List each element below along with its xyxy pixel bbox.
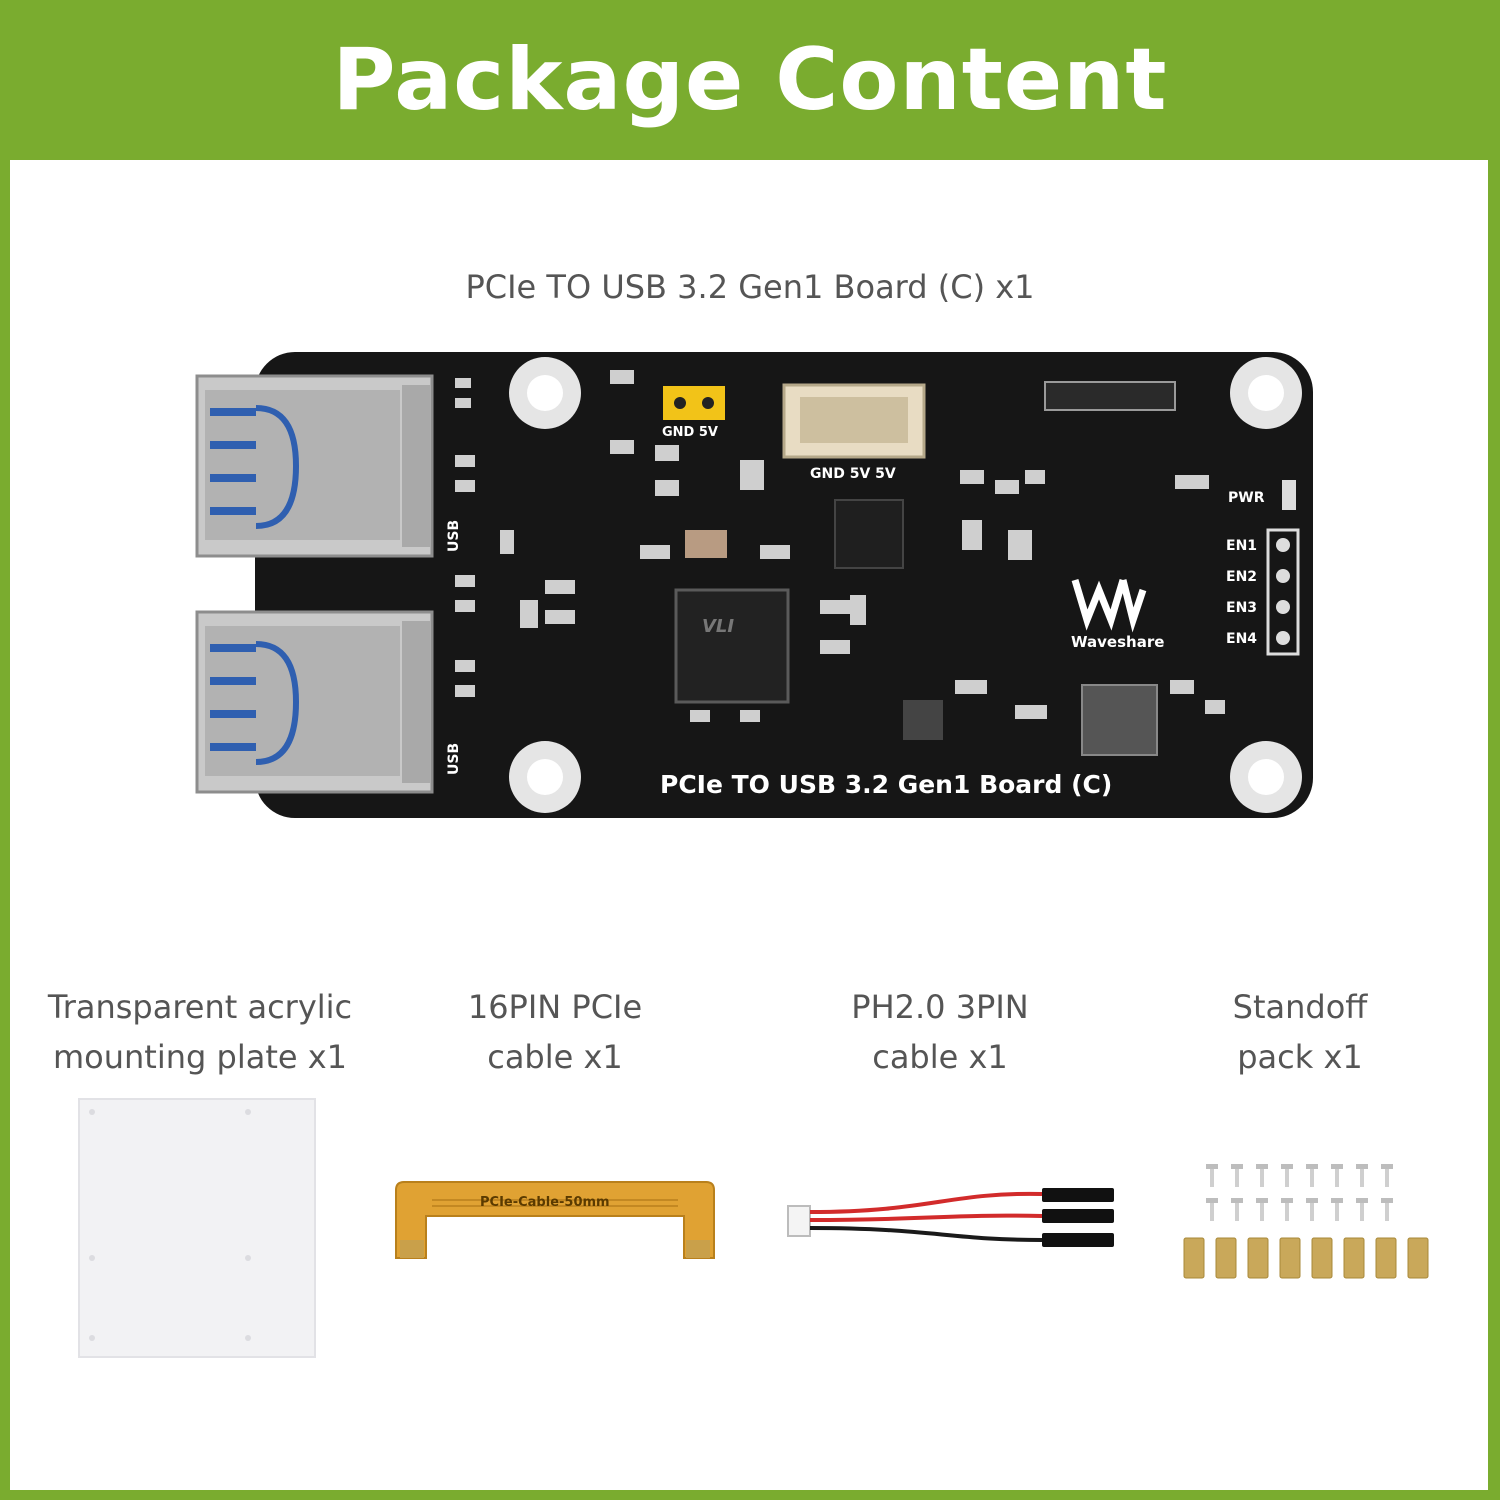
screw-icon bbox=[1360, 1203, 1364, 1221]
ic-icon bbox=[834, 499, 904, 569]
screw-icon bbox=[1256, 1164, 1268, 1169]
item-caption-line: mounting plate x1 bbox=[52, 1038, 348, 1076]
screw-icon bbox=[1306, 1164, 1318, 1169]
item-caption-acrylic: Transparent acrylic mounting plate x1 bbox=[20, 982, 380, 1082]
item-caption-line: PH2.0 3PIN bbox=[851, 988, 1029, 1026]
screw-icon bbox=[1235, 1203, 1239, 1221]
fpc-cable-print: PCIe-Cable-50mm bbox=[480, 1195, 610, 1210]
fpc-cable-image: PCIe-Cable-50mm bbox=[395, 1181, 715, 1259]
screw-icon bbox=[1335, 1169, 1339, 1187]
screw-icon bbox=[1335, 1203, 1339, 1221]
item-caption-line: 16PIN PCIe bbox=[467, 988, 643, 1026]
inductor-icon bbox=[1081, 684, 1158, 756]
screw-icon bbox=[1385, 1203, 1389, 1221]
screw-icon bbox=[1306, 1198, 1318, 1203]
screw-icon bbox=[1356, 1198, 1368, 1203]
jumper-header-icon bbox=[663, 386, 725, 420]
connector-label: GND 5V 5V bbox=[810, 466, 896, 482]
screw-icon bbox=[1285, 1169, 1289, 1187]
item-caption-line: pack x1 bbox=[1237, 1038, 1363, 1076]
board-silk-title: PCIe TO USB 3.2 Gen1 Board (C) bbox=[660, 770, 1112, 799]
item-caption-ph-cable: PH2.0 3PIN cable x1 bbox=[780, 982, 1100, 1082]
item-caption-line: Transparent acrylic bbox=[47, 988, 353, 1026]
brass-standoff-icon bbox=[1215, 1237, 1237, 1279]
item-caption-standoff: Standoff pack x1 bbox=[1150, 982, 1450, 1082]
mounting-hole-icon bbox=[509, 357, 1302, 813]
screw-icon bbox=[1231, 1198, 1243, 1203]
screw-icon bbox=[1310, 1203, 1314, 1221]
usb-port-top-icon bbox=[195, 374, 434, 558]
brass-standoff-icon bbox=[1407, 1237, 1429, 1279]
en3-label: EN3 bbox=[1226, 600, 1257, 616]
usb-port-bottom-icon bbox=[195, 610, 434, 794]
screw-icon bbox=[1256, 1198, 1268, 1203]
screw-icon bbox=[1385, 1169, 1389, 1187]
crystal-icon bbox=[685, 530, 727, 558]
screw-icon bbox=[1206, 1198, 1218, 1203]
en-header-icon bbox=[1266, 528, 1300, 656]
ph-cable-image bbox=[787, 1188, 1114, 1247]
item-caption-pcie-cable: 16PIN PCIe cable x1 bbox=[400, 982, 710, 1082]
chip-label: VLI bbox=[702, 616, 734, 637]
brass-standoff-icon bbox=[1183, 1237, 1205, 1279]
pcb-body bbox=[255, 352, 1313, 818]
acrylic-plate-image bbox=[78, 1098, 316, 1358]
screw-icon bbox=[1331, 1164, 1343, 1169]
screw-icon bbox=[1206, 1164, 1218, 1169]
usb-label-bottom: USB bbox=[446, 743, 462, 775]
screw-icon bbox=[1260, 1169, 1264, 1187]
smd-component-icon bbox=[455, 370, 1225, 722]
screw-icon bbox=[1381, 1198, 1393, 1203]
usb-label-top: USB bbox=[446, 520, 462, 552]
fpc-connector-icon bbox=[1044, 381, 1176, 411]
usb-controller-chip-icon bbox=[674, 588, 790, 704]
en4-label: EN4 bbox=[1226, 631, 1257, 647]
screw-icon bbox=[1231, 1164, 1243, 1169]
screw-icon bbox=[1281, 1164, 1293, 1169]
brass-standoff-icon bbox=[1343, 1237, 1365, 1279]
inductor-small-icon bbox=[903, 700, 943, 740]
standoff-pack-image bbox=[1183, 1164, 1429, 1279]
brass-standoff-icon bbox=[1375, 1237, 1397, 1279]
screw-icon bbox=[1310, 1169, 1314, 1187]
screw-icon bbox=[1260, 1203, 1264, 1221]
brass-standoff-icon bbox=[1311, 1237, 1333, 1279]
board-caption: PCIe TO USB 3.2 Gen1 Board (C) x1 bbox=[465, 268, 1035, 306]
brand-label: Waveshare bbox=[1071, 633, 1164, 651]
screw-icon bbox=[1360, 1169, 1364, 1187]
waveshare-logo-icon bbox=[1071, 578, 1147, 633]
brass-standoff-icon bbox=[1279, 1237, 1301, 1279]
screw-icon bbox=[1210, 1203, 1214, 1221]
en1-label: EN1 bbox=[1226, 538, 1257, 554]
page-title: Package Content bbox=[332, 30, 1168, 130]
screw-icon bbox=[1235, 1169, 1239, 1187]
jumper-label: GND 5V bbox=[662, 425, 718, 440]
screw-icon bbox=[1210, 1169, 1214, 1187]
screw-icon bbox=[1356, 1164, 1368, 1169]
pwr-label: PWR bbox=[1228, 490, 1265, 506]
brass-standoff-icon bbox=[1247, 1237, 1269, 1279]
screw-icon bbox=[1281, 1198, 1293, 1203]
screw-icon bbox=[1331, 1198, 1343, 1203]
item-caption-line: cable x1 bbox=[487, 1038, 623, 1076]
item-caption-line: cable x1 bbox=[872, 1038, 1008, 1076]
screw-icon bbox=[1381, 1164, 1393, 1169]
screw-icon bbox=[1285, 1203, 1289, 1221]
item-caption-line: Standoff bbox=[1232, 988, 1368, 1026]
en2-label: EN2 bbox=[1226, 569, 1257, 585]
